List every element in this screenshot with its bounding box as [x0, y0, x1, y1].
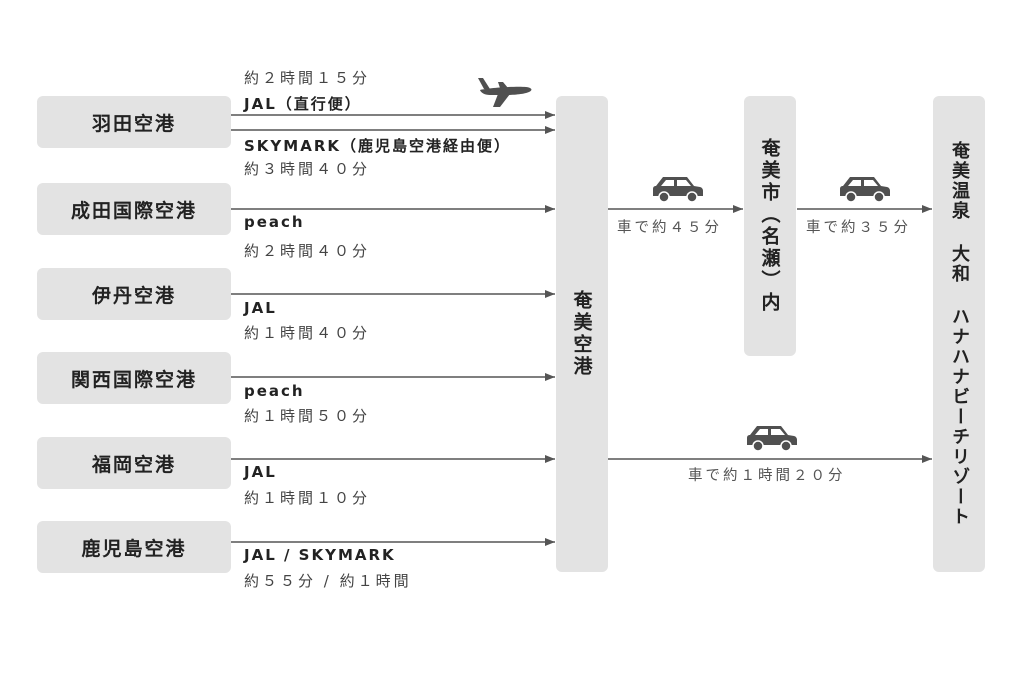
- origin-kansai: 関西国際空港: [37, 352, 231, 404]
- origin-label: 鹿児島空港: [81, 537, 187, 560]
- airplane-icon: [478, 78, 532, 107]
- kansai-airline: peach: [244, 382, 305, 400]
- naze-city-label: 奄美市（名瀬）内: [758, 138, 781, 314]
- kansai-time: 約１時間５０分: [244, 407, 371, 425]
- itami-airline: JAL: [244, 299, 277, 317]
- origin-haneda: 羽田空港: [37, 96, 231, 148]
- origin-kagoshima: 鹿児島空港: [37, 521, 231, 573]
- fukuoka-time: 約１時間１０分: [244, 489, 371, 507]
- amami-airport-label: 奄美空港: [570, 290, 593, 378]
- origin-narita: 成田国際空港: [37, 183, 231, 235]
- origin-label: 伊丹空港: [91, 284, 176, 307]
- car-icon: [840, 177, 890, 203]
- drive-airport-to-resort: 車で約１時間２０分: [688, 468, 846, 484]
- origin-label: 羽田空港: [91, 112, 176, 135]
- car-icon: [747, 426, 797, 452]
- kagoshima-airline: JAL / SKYMARK: [244, 546, 396, 564]
- haneda-via-time: 約３時間４０分: [244, 160, 371, 178]
- drive-city-to-resort: 車で約３５分: [806, 220, 911, 236]
- haneda-direct-time: 約２時間１５分: [244, 69, 371, 87]
- haneda-via-airline: SKYMARK（鹿児島空港経由便）: [244, 137, 511, 155]
- resort-box: 奄美温泉 大和 ハナハナビーチリゾート: [933, 96, 985, 572]
- origin-itami: 伊丹空港: [37, 268, 231, 320]
- naze-city-box: 奄美市（名瀬）内: [744, 96, 796, 356]
- origin-label: 福岡空港: [91, 453, 176, 476]
- haneda-direct-airline: JAL（直行便）: [244, 95, 362, 113]
- origin-label: 成田国際空港: [70, 199, 197, 222]
- amami-airport-box: 奄美空港: [556, 96, 608, 572]
- car-icon: [653, 177, 703, 203]
- itami-time: 約１時間４０分: [244, 324, 371, 342]
- narita-airline: peach: [244, 213, 305, 231]
- resort-label: 奄美温泉 大和 ハナハナビーチリゾート: [949, 141, 970, 527]
- origin-label: 関西国際空港: [70, 368, 197, 391]
- drive-airport-to-city: 車で約４５分: [617, 220, 722, 236]
- kagoshima-time: 約５５分 / 約１時間: [244, 572, 412, 590]
- origin-fukuoka: 福岡空港: [37, 437, 231, 489]
- fukuoka-airline: JAL: [244, 463, 277, 481]
- narita-time: 約２時間４０分: [244, 242, 371, 260]
